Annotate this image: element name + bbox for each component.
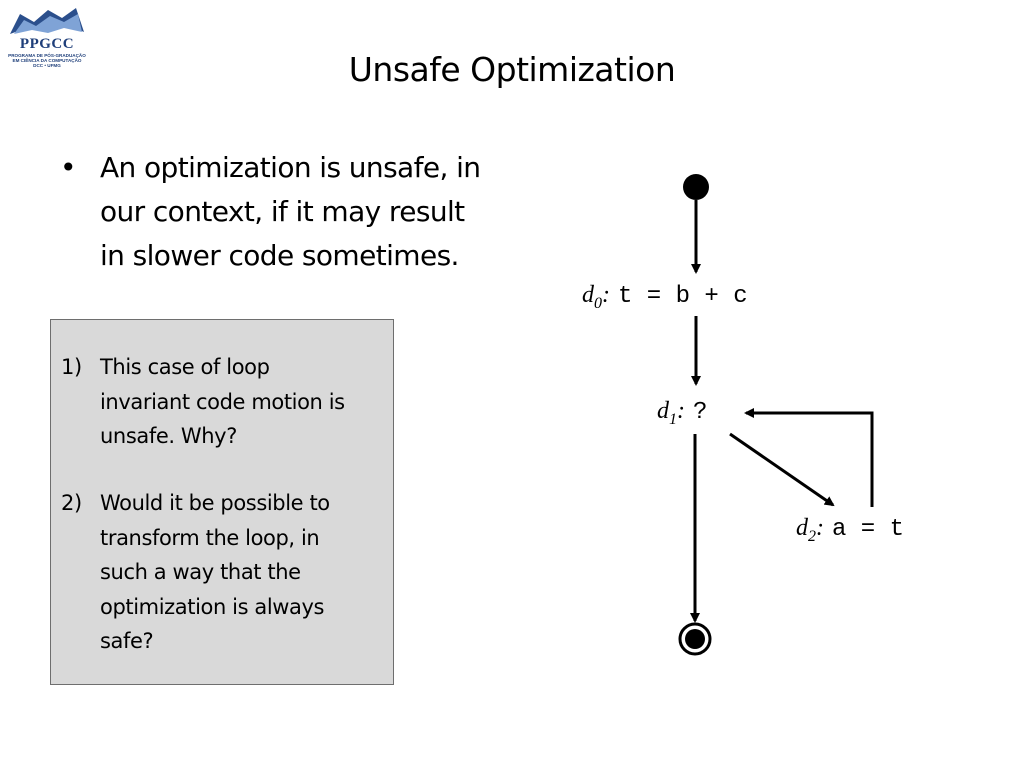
question-text: Would it be possible to transform the lo… — [100, 486, 390, 659]
question-line: invariant code motion is — [100, 389, 345, 414]
node-d2-name: d — [796, 515, 809, 541]
question-line: transform the loop, in — [100, 525, 320, 550]
node-d0-colon: : — [602, 282, 610, 308]
question-line: This case of loop — [100, 355, 270, 379]
page-title: Unsafe Optimization — [348, 50, 676, 89]
bullet-line: our context, if it may result — [100, 195, 465, 228]
node-d1-name: d — [657, 398, 670, 424]
logo-subtitle-line: EM CIÊNCIA DA COMPUTAÇÃO — [12, 58, 82, 63]
node-d0-code: t = b + c — [618, 283, 748, 310]
question-line: safe? — [100, 629, 154, 653]
question-number: 2) — [61, 491, 82, 515]
exit-node-ring — [678, 622, 712, 656]
bullet-dot-icon: • — [60, 151, 77, 184]
node-d2-sub: 2 — [808, 528, 816, 545]
bullet-line: in slower code sometimes. — [100, 239, 459, 272]
ppgcc-logo: PPGCC PROGRAMA DE PÓS-GRADUAÇÃO EM CIÊNC… — [4, 4, 90, 68]
node-d1-label: d1:? — [657, 398, 707, 428]
node-d1-code: ? — [693, 399, 707, 426]
question-line: such a way that the — [100, 560, 301, 584]
question-line: unsafe. Why? — [100, 424, 237, 448]
node-d1-sub: 1 — [669, 411, 677, 428]
question-text: This case of loop invariant code motion … — [100, 350, 390, 454]
entry-node — [683, 174, 709, 200]
node-d2-colon: : — [816, 515, 824, 541]
edge-d1-d2 — [729, 432, 835, 507]
node-d2-code: a = t — [832, 516, 904, 543]
question-number: 1) — [61, 355, 82, 379]
node-d0-label: d0: t = b + c — [582, 282, 748, 312]
exit-node — [685, 629, 705, 649]
node-d2-label: d2: a = t — [796, 515, 904, 545]
bullet-line: An optimization is unsafe, in — [100, 151, 481, 184]
node-d1-colon: : — [677, 398, 685, 424]
logo-name: PPGCC — [19, 36, 75, 52]
node-d0-name: d — [582, 282, 595, 308]
question-box: 1) This case of loop invariant code moti… — [50, 319, 394, 685]
edge-d2-d1-loop — [744, 408, 874, 507]
logo-wave-icon — [10, 8, 84, 34]
node-d0-sub: 0 — [594, 295, 602, 312]
question-line: optimization is always — [100, 594, 325, 619]
logo-subtitle-line: DCC • UFMG — [33, 63, 61, 68]
bullet-text: An optimization is unsafe, in our contex… — [100, 146, 540, 278]
question-line: Would it be possible to — [100, 491, 330, 515]
logo-subtitle-line: PROGRAMA DE PÓS-GRADUAÇÃO — [8, 53, 86, 58]
